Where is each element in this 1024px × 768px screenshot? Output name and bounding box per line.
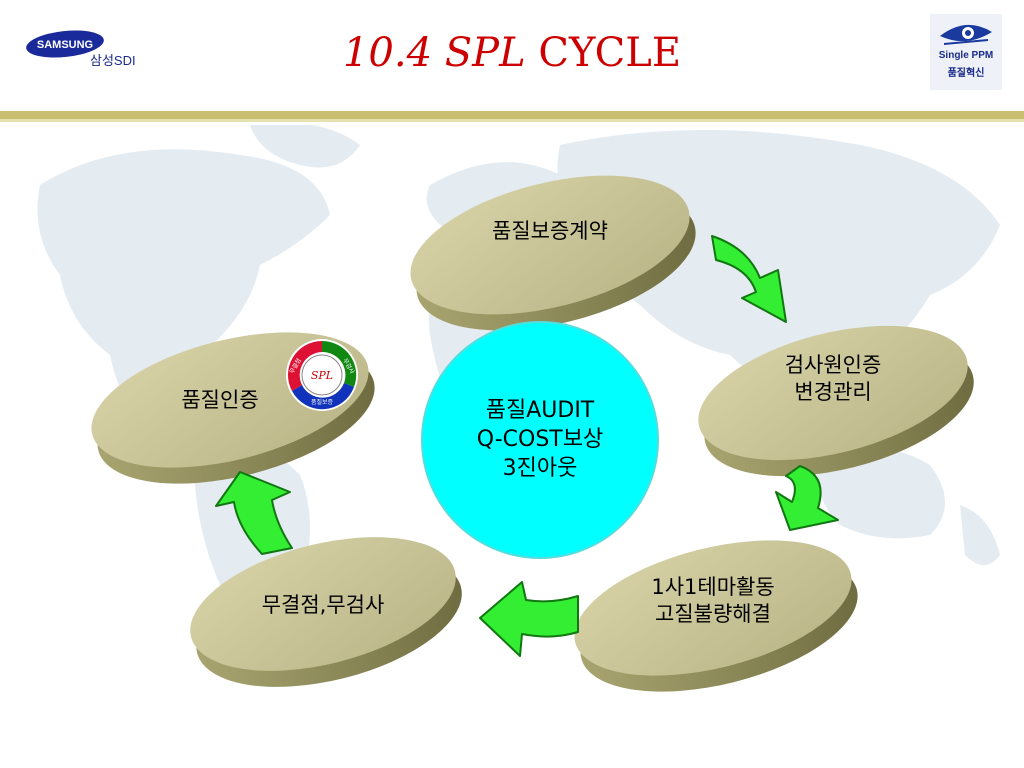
- node-label-cert-line1: 품질인증: [181, 388, 259, 412]
- mini-cycle-segment-3: 품질보증: [311, 398, 334, 406]
- node-label-zero: 무결점,무검사: [203, 592, 443, 619]
- node-disk-zero: [190, 537, 462, 687]
- header-divider-light: [0, 119, 1024, 122]
- samsung-logo: SAMSUNG: [26, 30, 104, 58]
- node-label-zero-line1: 무결점,무검사: [261, 593, 385, 617]
- ppm-logo-line2: 품질혁신: [947, 68, 985, 79]
- node-label-inspector-line1: 검사원인증: [784, 353, 882, 377]
- node-label-theme: 1사1테마활동 고질불량해결: [593, 574, 833, 628]
- center-label: 품질AUDIT Q-COST보상 3진아웃: [420, 396, 660, 483]
- node-label-contract-line1: 품질보증계약: [492, 219, 608, 243]
- center-label-line1: 품질AUDIT: [485, 398, 595, 423]
- node-label-cert: 품질인증: [100, 387, 340, 414]
- page-title: 10.4 SPL CYCLE: [0, 30, 1024, 76]
- center-circle: [421, 321, 659, 559]
- header-divider: [0, 111, 1024, 119]
- node-label-theme-line1: 1사1테마활동: [651, 575, 775, 599]
- ppm-logo-line1: Single PPM: [938, 50, 994, 61]
- title-rest-part: CYCLE: [525, 30, 682, 76]
- arrow-theme-to-zero: [479, 581, 579, 657]
- node-disk-theme: [574, 540, 858, 692]
- node-disk-inspector: [698, 325, 974, 477]
- mini-spl-cycle-icon: SPL 무결점 무검사 품질보증: [286, 339, 358, 411]
- single-ppm-logo: [930, 14, 1002, 90]
- node-label-theme-line2: 고질불량해결: [655, 602, 771, 626]
- title-italic-part: 10.4 SPL: [342, 30, 526, 76]
- center-label-line3: 3진아웃: [502, 456, 578, 481]
- samsung-logo-text: SAMSUNG: [37, 39, 93, 51]
- node-label-inspector: 검사원인증 변경관리: [713, 352, 953, 406]
- arrow-inspector-to-theme: [775, 465, 839, 531]
- node-disk-contract: [410, 175, 696, 331]
- arrow-zero-to-cert: [215, 471, 293, 555]
- node-label-contract: 품질보증계약: [430, 218, 670, 245]
- samsung-sdi-label: 삼성SDI: [90, 53, 136, 68]
- mini-cycle-center-label: SPL: [311, 369, 333, 382]
- center-label-line2: Q-COST보상: [476, 427, 604, 452]
- arrow-contract-to-inspector: [711, 235, 787, 323]
- node-label-inspector-line2: 변경관리: [794, 380, 872, 404]
